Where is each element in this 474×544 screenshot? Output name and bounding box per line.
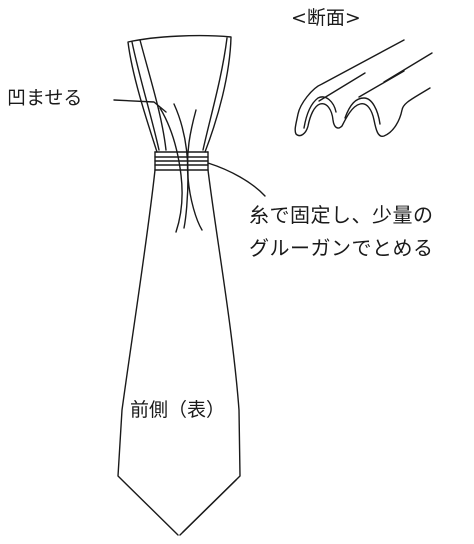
fix-instruction-line2: グルーガンでとめる: [249, 236, 434, 260]
fix-instruction-line1: 糸で固定し、少量の: [249, 203, 434, 227]
tie-knot: [127, 34, 232, 233]
tie-body: [117, 169, 241, 536]
hollow-instruction-label: 凹ませる: [7, 87, 83, 109]
front-side-label: 前側（表）: [130, 399, 226, 421]
leader-line-fix: [207, 162, 266, 197]
leader-line-hollow: [113, 99, 167, 113]
cross-section-label: <断面>: [291, 7, 361, 29]
thread-band: [154, 151, 209, 171]
cross-section-sketch: [294, 39, 433, 137]
